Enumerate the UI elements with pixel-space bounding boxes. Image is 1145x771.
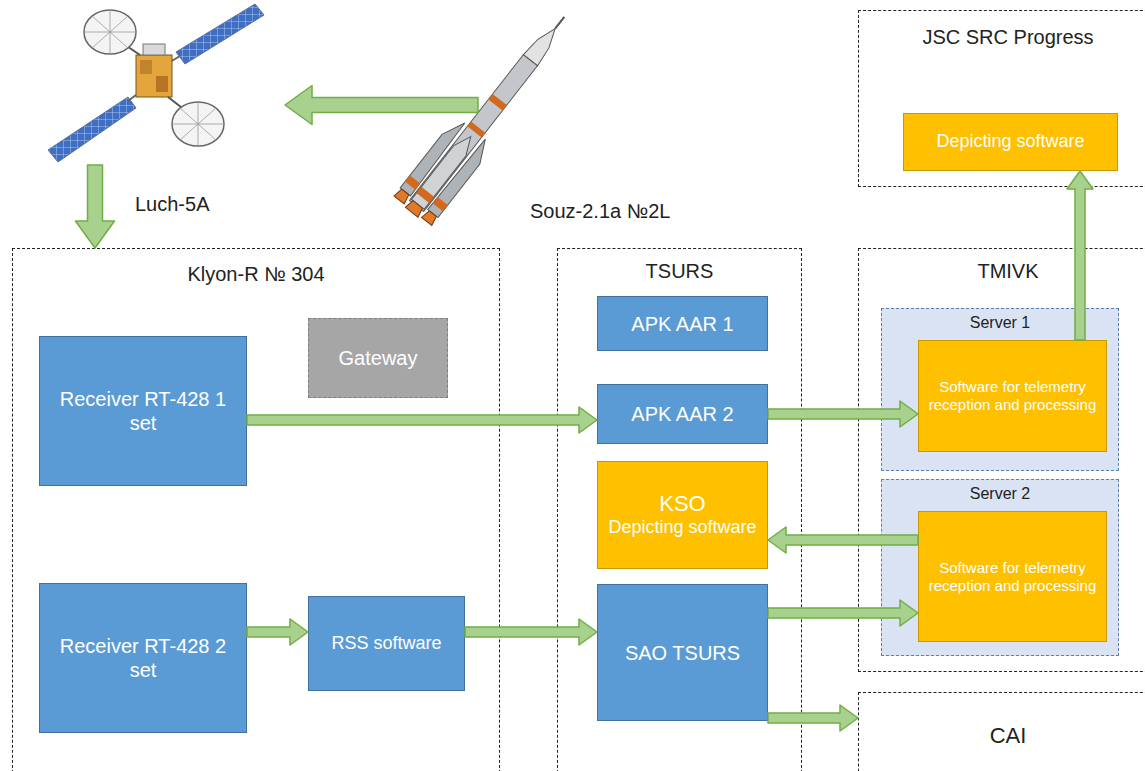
illustration-label-node: Souz-2.1a №2L (478, 30, 528, 210)
server-title: Server 2 (882, 484, 1118, 503)
box-label: Depicting software (608, 517, 756, 539)
block-arrow (768, 401, 918, 427)
illustration-label: Souz-2.1a №2L (530, 200, 670, 223)
server-title: Server 1 (882, 313, 1118, 332)
box-label: Software for telemetry reception and pro… (927, 559, 1098, 595)
group-title: TSURS (558, 259, 801, 283)
box-label: Receiver RT-428 2 set (48, 634, 238, 682)
box-label: APK AAR 2 (631, 402, 733, 426)
illustration-label: Luch-5A (135, 193, 210, 216)
illustration-label-node: Luch-5A (40, 5, 285, 165)
block-arrow (247, 619, 308, 645)
system-group: TSURS APK AAR 1 APK AAR 2 KSODepicting soft… (557, 248, 802, 771)
box-label: Software for telemetry reception and pro… (927, 378, 1098, 414)
hardware-box: APK AAR 2 (597, 384, 768, 444)
system-group: CAI (858, 692, 1145, 771)
gateway-box: Gateway (308, 318, 448, 398)
software-box: KSODepicting software (597, 461, 768, 569)
hardware-box: Receiver RT-428 1 set (39, 336, 247, 486)
hardware-box: SAO TSURS (597, 584, 768, 721)
system-group: TMIVK Server 1 Software for telemetry rece… (858, 248, 1145, 672)
hardware-box: APK AAR 1 (597, 296, 768, 351)
satellite-illustration (48, 4, 264, 162)
block-arrow (465, 619, 597, 645)
box-label: Gateway (339, 346, 418, 370)
box-label: RSS software (331, 633, 441, 655)
box-label: Depicting software (936, 131, 1084, 153)
hardware-box: Receiver RT-428 2 set (39, 583, 247, 733)
system-group: Klyon-R № 304Receiver RT-428 1 set Gatewa… (12, 248, 500, 771)
block-arrow (76, 165, 115, 248)
software-box: Software for telemetry reception and pro… (918, 340, 1107, 452)
software-box: Software for telemetry reception and pro… (918, 511, 1107, 642)
server-group: Server 1 Software for telemetry reception… (881, 308, 1119, 471)
box-label: KSO (659, 491, 705, 517)
block-arrow (768, 527, 918, 553)
server-group: Server 2 Software for telemetry reception… (881, 479, 1119, 656)
group-title: JSC SRC Progress (859, 25, 1145, 49)
group-title: TMIVK (859, 259, 1145, 283)
box-label: SAO TSURS (625, 641, 740, 665)
box-label: Receiver RT-428 1 set (48, 387, 238, 435)
block-arrow (247, 407, 597, 433)
block-arrow (1067, 171, 1093, 340)
group-title: CAI (859, 723, 1145, 749)
system-group: JSC SRC ProgressDepicting software (858, 10, 1145, 187)
rocket-illustration (393, 2, 584, 227)
hardware-box: RSS software (308, 596, 465, 691)
block-arrow (285, 86, 478, 125)
box-label: APK AAR 1 (631, 312, 733, 336)
block-arrow (768, 600, 918, 626)
software-box: Depicting software (903, 113, 1118, 171)
group-title: Klyon-R № 304 (13, 262, 499, 286)
block-arrow (768, 705, 858, 731)
